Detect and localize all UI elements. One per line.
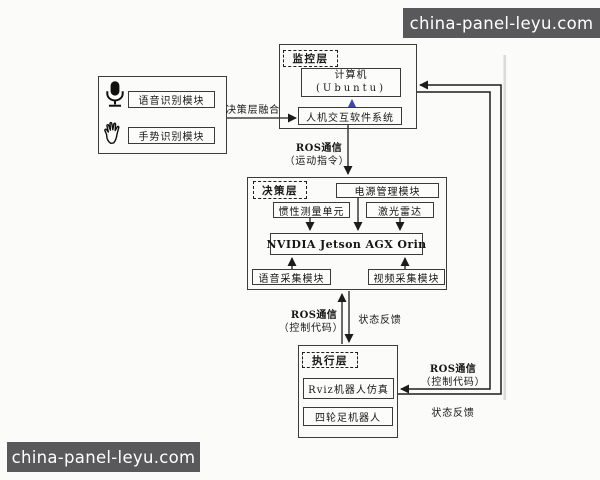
jetson-soc-box: NVIDIA Jetson AGX Orin (266, 233, 426, 255)
input-modules-panel (98, 76, 227, 154)
ros-motion-label-line1: ROS通信 (295, 143, 343, 154)
execution-layer-tag: 执行层 (302, 352, 358, 368)
fusion-edge-label: 决策层融合 (226, 105, 280, 116)
decision-layer-panel (247, 177, 447, 290)
gesture-recognition-label: 手势识别模块 (138, 132, 205, 143)
feedback-mid-label: 状态反馈 (358, 315, 402, 326)
watermark-text-bottom: china-panel-leyu.com (11, 447, 196, 467)
watermark-banner-top: china-panel-leyu.com (403, 8, 600, 38)
rviz-simulation-label: Rviz机器人仿真 (308, 385, 389, 396)
watermark-banner-bottom: china-panel-leyu.com (7, 442, 200, 472)
wheel-legged-robot-box: 四轮足机器人 (303, 407, 393, 426)
audio-capture-label: 语音采集模块 (258, 273, 325, 285)
rviz-simulation-box: Rviz机器人仿真 (303, 378, 394, 399)
ubuntu-label: (Ubuntu) (316, 82, 386, 94)
jetson-soc-label: NVIDIA Jetson AGX Orin (266, 237, 427, 251)
voice-recognition-module: 语音识别模块 (128, 91, 215, 108)
power-management-module: 电源管理模块 (336, 183, 439, 198)
imu-module: 惯性测量单元 (273, 202, 350, 218)
monitor-layer-tag: 监控层 (283, 50, 338, 67)
imu-label: 惯性测量单元 (278, 206, 345, 218)
audio-capture-module: 语音采集模块 (252, 269, 331, 285)
computer-ubuntu-box: 计算机 (Ubuntu) (301, 68, 401, 97)
video-capture-module: 视频采集模块 (368, 269, 445, 285)
execution-layer-panel (298, 345, 398, 438)
hmi-software-box: 人机交互软件系统 (298, 107, 402, 125)
computer-label: 计算机 (334, 70, 368, 81)
gesture-recognition-module: 手势识别模块 (128, 127, 215, 144)
ros-control-mid-label-line2: （控制代码） (278, 323, 344, 334)
microphone-icon (104, 80, 126, 109)
monitor-layer-panel (279, 44, 417, 129)
video-capture-label: 视频采集模块 (373, 273, 440, 285)
monitor-layer-label: 监控层 (292, 53, 329, 65)
decision-layer-tag: 决策层 (253, 181, 307, 199)
feedback-right-label: 状态反馈 (431, 408, 475, 419)
decision-layer-label: 决策层 (262, 184, 298, 197)
ros-control-right-label-line2: （控制代码） (420, 377, 486, 388)
voice-recognition-label: 语音识别模块 (138, 96, 205, 107)
lidar-module: 激光雷达 (366, 202, 434, 218)
hmi-software-label: 人机交互软件系统 (306, 112, 394, 124)
open-hand-icon (101, 118, 127, 147)
watermark-text-top: china-panel-leyu.com (409, 13, 594, 33)
ros-control-mid-label-line1: ROS通信 (290, 310, 338, 321)
execution-layer-label: 执行层 (312, 354, 348, 367)
ros-control-right-label-line1: ROS通信 (429, 364, 477, 375)
lidar-label: 激光雷达 (378, 206, 422, 218)
scan-artifact-line (503, 55, 507, 400)
power-management-label: 电源管理模块 (354, 187, 421, 198)
ros-motion-label-line2: （运动指令） (284, 156, 350, 167)
wheel-legged-robot-label: 四轮足机器人 (315, 413, 381, 424)
